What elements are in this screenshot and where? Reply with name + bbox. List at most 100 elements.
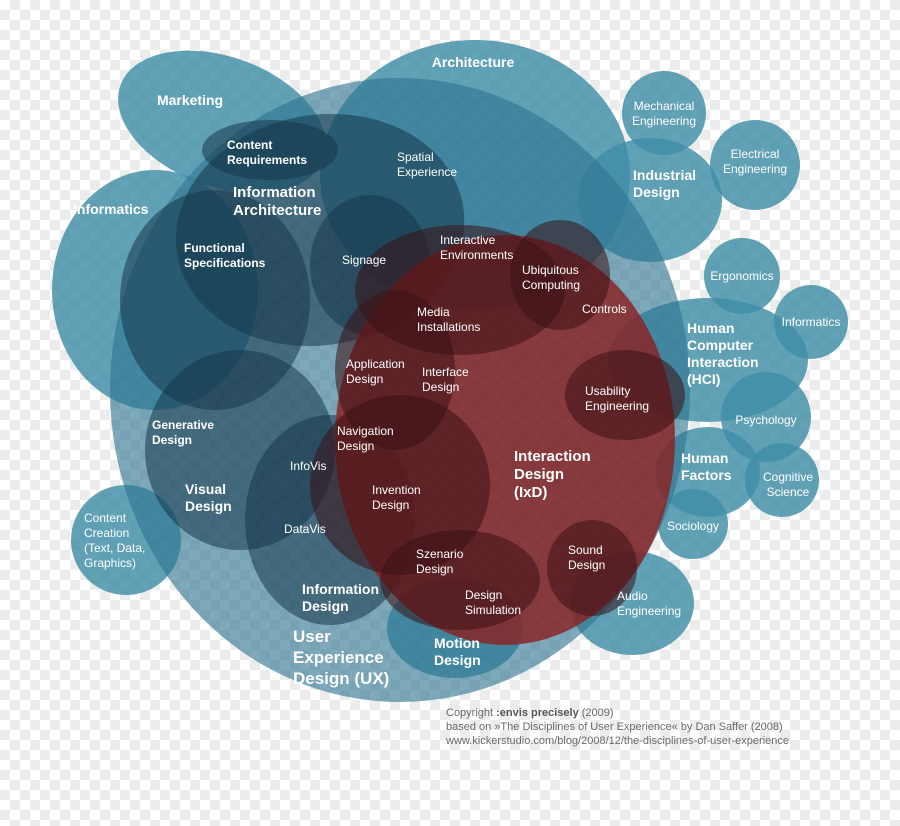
ergonomics-label: Ergonomics (710, 269, 773, 283)
label-line: Science (767, 485, 810, 499)
label-line: Information (302, 581, 379, 597)
label-line: Environments (440, 248, 513, 262)
label-line: Invention (372, 483, 421, 497)
label-line: Design (514, 466, 564, 483)
label-line: Factors (681, 467, 732, 483)
label-line: Design (434, 652, 481, 668)
label-line: Informatics (782, 315, 841, 329)
ixd-overlap-regions (310, 220, 685, 630)
label-line: Functional (184, 241, 245, 255)
szenario-design-shape (380, 530, 540, 630)
label-line: Architecture (233, 202, 321, 219)
label-line: Design (633, 184, 680, 200)
mechanical-engineering-shape (622, 71, 706, 155)
label-line: Ubiquitous (522, 263, 579, 277)
label-line: Experience (397, 165, 457, 179)
label-line: Graphics) (84, 556, 136, 570)
label-line: Design (416, 562, 453, 576)
label-line: Computing (522, 278, 580, 292)
label-line: Design (372, 498, 409, 512)
label-line: Industrial (633, 167, 696, 183)
label-line: Architecture (432, 54, 515, 70)
label-line: Interaction (687, 354, 759, 370)
label-line: Design (UX) (293, 669, 389, 688)
label-line: Content (227, 138, 272, 152)
label-line: Application (346, 357, 405, 371)
label-line: (HCI) (687, 371, 720, 387)
label-line: Navigation (337, 424, 394, 438)
source-url: www.kickerstudio.com/blog/2008/12/the-di… (446, 735, 789, 747)
content-requirements-shape (202, 120, 338, 180)
informatics-left-label: Informatics (73, 201, 149, 217)
sociology-shape (658, 489, 728, 559)
label-line: Simulation (465, 603, 521, 617)
label-line: Interaction (514, 448, 591, 465)
label-line: Interface (422, 365, 469, 379)
label-line: Design (568, 558, 605, 572)
label-line: Information (233, 184, 316, 201)
sociology-label: Sociology (667, 519, 719, 533)
label-line: Design (185, 498, 232, 514)
datavis-label: DataVis (284, 522, 326, 536)
psychology-label: Psychology (735, 413, 796, 427)
label-line: User (293, 627, 331, 646)
copyright-credit: Copyright :envis precisely (2009) based … (446, 706, 789, 748)
electrical-engineering-shape (710, 120, 800, 210)
label-line: Audio (617, 589, 648, 603)
label-line: Generative (152, 418, 214, 432)
label-line: Usability (585, 384, 630, 398)
label-line: Spatial (397, 150, 434, 164)
label-line: Engineering (585, 399, 649, 413)
label-line: Psychology (735, 413, 796, 427)
label-line: Engineering (723, 162, 787, 176)
label-line: Marketing (157, 92, 223, 108)
label-line: Visual (185, 481, 226, 497)
ergonomics-shape (704, 238, 780, 314)
label-line: Design (346, 372, 383, 386)
marketing-label: Marketing (157, 92, 223, 108)
based-on-line: based on »The Disciplines of User Experi… (446, 721, 783, 733)
informatics-right-label: Informatics (782, 315, 841, 329)
label-line: Design (337, 439, 374, 453)
signage-label: Signage (342, 253, 386, 267)
label-line: Design (302, 598, 349, 614)
usability-engineering-shape (565, 350, 685, 440)
label-line: Motion (434, 635, 480, 651)
label-line: Controls (582, 302, 627, 316)
copyright-name: :envis precisely (496, 707, 579, 719)
label-line: Ergonomics (710, 269, 773, 283)
sound-design-shape (547, 520, 637, 616)
label-line: Interactive (440, 233, 496, 247)
label-line: Design (152, 433, 192, 447)
label-line: Engineering (632, 114, 696, 128)
label-line: Computer (687, 337, 754, 353)
label-line: Content (84, 511, 127, 525)
label-line: Installations (417, 320, 480, 334)
label-line: Creation (84, 526, 129, 540)
label-line: Sound (568, 543, 603, 557)
label-line: Signage (342, 253, 386, 267)
label-line: Media (417, 305, 450, 319)
